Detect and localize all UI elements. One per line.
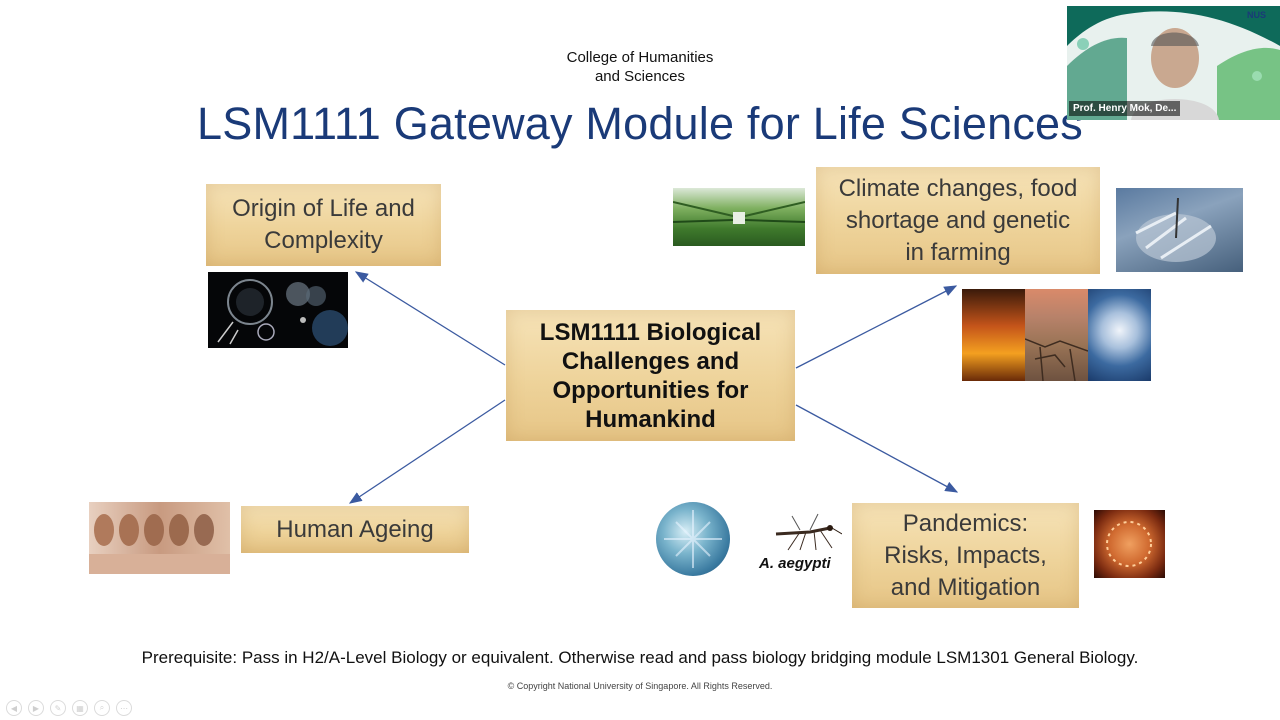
hurricane-image xyxy=(1088,289,1151,381)
topic-ageing-label: Human Ageing xyxy=(276,515,434,543)
nus-logo: NUS xyxy=(1246,10,1266,20)
college-line-2: and Sciences xyxy=(594,68,686,85)
fish-catch-image xyxy=(1116,188,1243,272)
next-slide-icon[interactable]: ▶ xyxy=(28,700,44,716)
cells-image xyxy=(208,272,348,348)
copyright-text: © Copyright National University of Singa… xyxy=(507,681,773,691)
speaker-name-label: Prof. Henry Mok, De... xyxy=(1069,101,1181,116)
vertical-farm-image xyxy=(673,188,805,246)
previous-slide-icon[interactable]: ◀ xyxy=(6,700,22,716)
virus-particle-image xyxy=(656,502,730,576)
drought-image xyxy=(1024,289,1089,381)
coronavirus-image xyxy=(1094,510,1165,578)
topic-climate-label: Climate changes, food shortage and genet… xyxy=(838,174,1078,266)
arrow-to-pandemics xyxy=(795,404,959,493)
college-heading: College of Humanities and Sciences xyxy=(520,48,760,86)
climate-disaster-images xyxy=(962,289,1151,381)
topic-box-origin: Origin of Life and Complexity xyxy=(206,184,441,266)
mosquito-caption: A. aegypti xyxy=(759,555,831,572)
arrow-to-origin xyxy=(354,271,506,366)
zoom-icon[interactable]: ⌕ xyxy=(94,700,110,716)
pen-icon[interactable]: ✎ xyxy=(50,700,66,716)
wildfire-image xyxy=(962,289,1025,381)
topic-origin-label: Origin of Life and Complexity xyxy=(232,195,415,254)
arrow-to-climate xyxy=(795,285,958,369)
topic-pandemics-label: Pandemics: Risks, Impacts, and Mitigatio… xyxy=(884,509,1047,601)
college-line-1: College of Humanities xyxy=(566,49,714,66)
central-topic-label: LSM1111 Biological Challenges and Opport… xyxy=(539,318,762,433)
slide-toolbar: ◀ ▶ ✎ ▦ ⌕ ⋯ xyxy=(6,700,132,716)
mosquito-image xyxy=(770,512,842,552)
human-ageing-image xyxy=(89,502,230,574)
more-options-icon[interactable]: ⋯ xyxy=(116,700,132,716)
presenter-video[interactable]: NUS Prof. Henry Mok, De... xyxy=(1067,6,1280,120)
topic-box-ageing: Human Ageing xyxy=(241,506,469,553)
central-topic-box: LSM1111 Biological Challenges and Opport… xyxy=(506,310,795,441)
slide-title: LSM1111 Gateway Module for Life Sciences xyxy=(197,98,1083,149)
arrow-to-ageing xyxy=(348,399,506,504)
slides-grid-icon[interactable]: ▦ xyxy=(72,700,88,716)
topic-box-pandemics: Pandemics: Risks, Impacts, and Mitigatio… xyxy=(852,503,1079,608)
topic-box-climate: Climate changes, food shortage and genet… xyxy=(816,167,1100,274)
prerequisite-text: Prerequisite: Pass in H2/A-Level Biology… xyxy=(141,648,1139,667)
